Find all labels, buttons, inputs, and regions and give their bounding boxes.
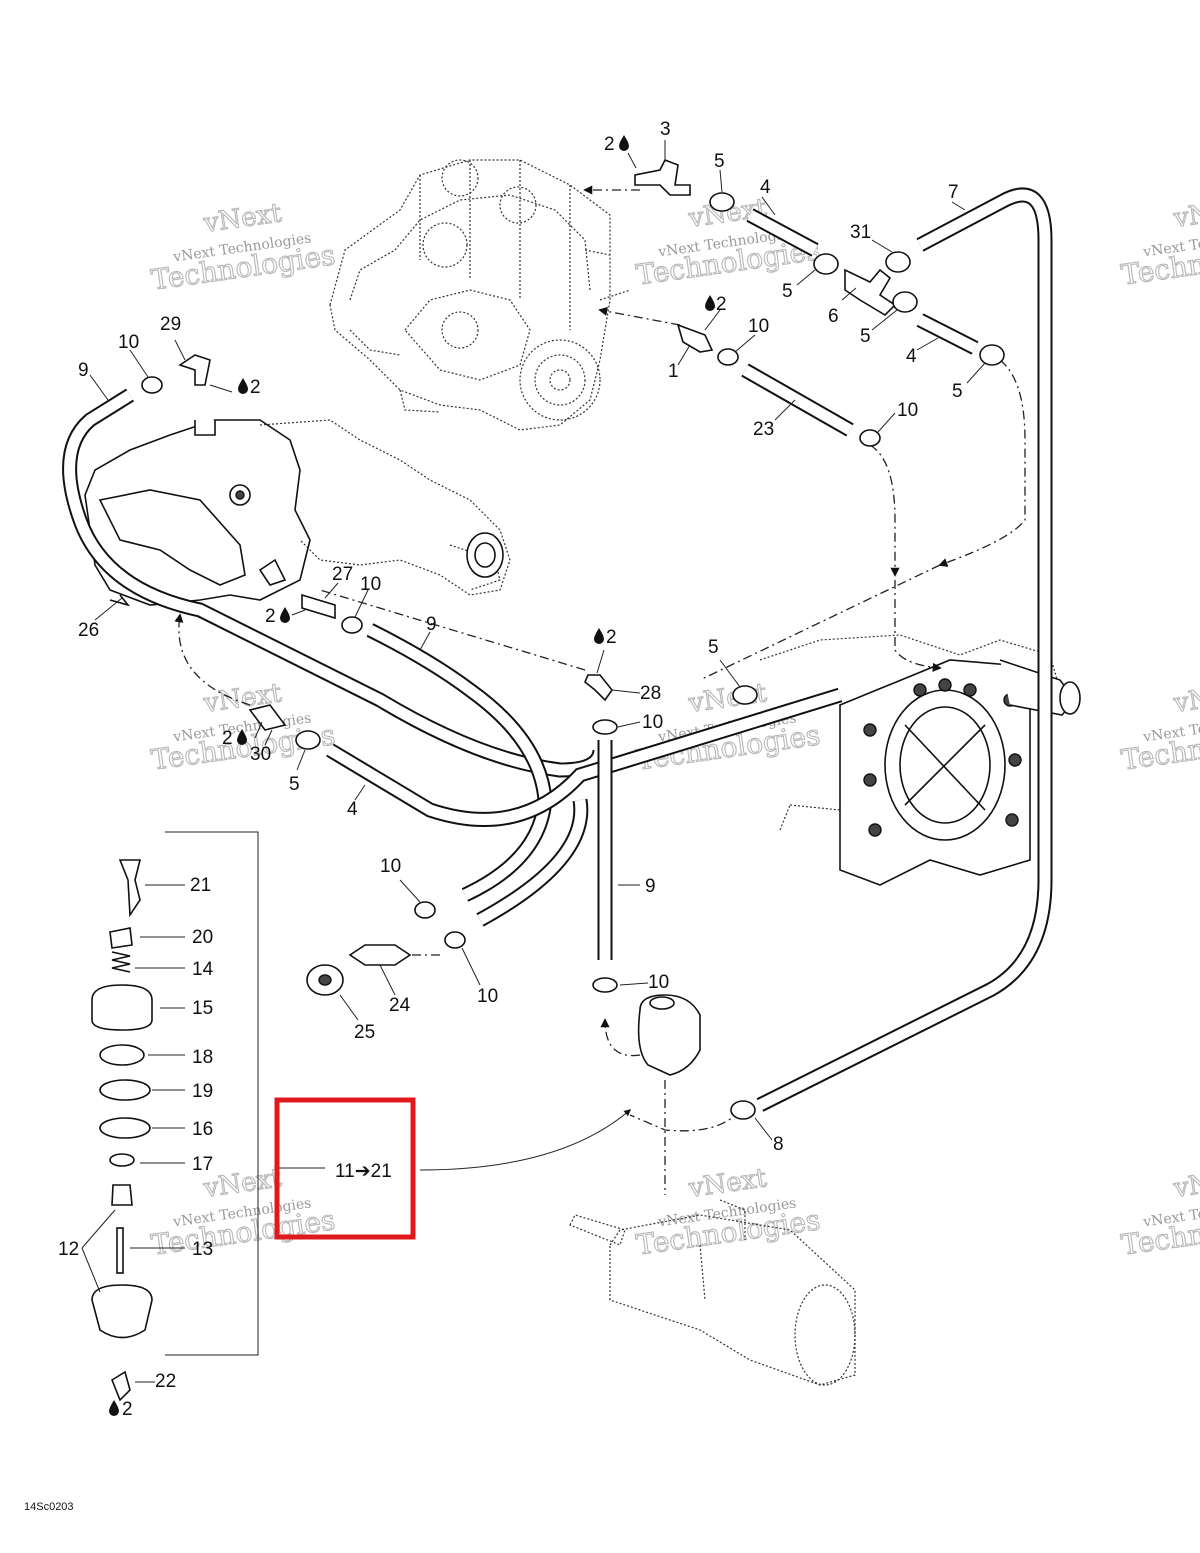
oil-drop-icons bbox=[109, 135, 715, 1416]
oil-drop-icon bbox=[109, 1400, 119, 1416]
oil-drop-icon bbox=[237, 729, 247, 745]
callout-12: 12 bbox=[58, 1239, 79, 1260]
callout-5: 5 bbox=[708, 637, 719, 658]
watermark: vNext vNext Technologies Technologies bbox=[149, 678, 338, 778]
callout-labels: 3 2 5 4 7 31 5 6 5 4 5 2 10 1 23 10 29 1… bbox=[58, 119, 963, 1420]
callout-leaders bbox=[89, 140, 986, 1141]
diagram-code: 14Sc0203 bbox=[24, 1501, 74, 1513]
callout-5: 5 bbox=[289, 774, 300, 795]
watermark: vNext vNext Technologies Technologies bbox=[149, 198, 338, 298]
oil-drop-icon bbox=[238, 378, 248, 394]
oil-drop-icon bbox=[705, 295, 715, 311]
watermark: vNext vNext Technologies Technologies bbox=[1119, 678, 1200, 778]
callout-14: 14 bbox=[192, 959, 214, 980]
callout-2: 2 bbox=[604, 134, 615, 155]
oil-drop-icon bbox=[619, 135, 629, 151]
callout-9: 9 bbox=[426, 614, 437, 635]
callout-7: 7 bbox=[948, 182, 959, 203]
valve-assembly bbox=[81, 831, 325, 1402]
callout-2: 2 bbox=[250, 377, 261, 398]
callout-2: 2 bbox=[222, 728, 233, 749]
callout-10: 10 bbox=[642, 712, 663, 733]
callout-6: 6 bbox=[828, 306, 839, 327]
callout-2: 2 bbox=[606, 627, 617, 648]
watermark: vNext vNext Technologies Technologies bbox=[1119, 1163, 1200, 1263]
watermark: vNext vNext Technologies Technologies bbox=[149, 1163, 338, 1263]
callout-22: 22 bbox=[155, 1371, 176, 1392]
callout-29: 29 bbox=[160, 314, 181, 335]
callout-23: 23 bbox=[753, 419, 774, 440]
oil-drop-icon bbox=[280, 607, 290, 623]
fittings bbox=[141, 158, 1005, 1120]
callout-18: 18 bbox=[192, 1047, 213, 1068]
callout-15: 15 bbox=[192, 998, 213, 1019]
flow-lines bbox=[174, 185, 1026, 1195]
callout-31: 31 bbox=[850, 222, 871, 243]
oil-drop-icon bbox=[594, 628, 604, 644]
callout-1: 1 bbox=[668, 361, 679, 382]
callout-5: 5 bbox=[860, 326, 871, 347]
callout-2: 2 bbox=[716, 294, 727, 315]
callout-13: 13 bbox=[192, 1239, 213, 1260]
callout-25: 25 bbox=[354, 1022, 375, 1043]
highlight-box bbox=[274, 1097, 416, 1240]
callout-5: 5 bbox=[782, 281, 793, 302]
callout-16: 16 bbox=[192, 1119, 213, 1140]
svg-text:vNext: vNext bbox=[1171, 1163, 1200, 1204]
callout-27: 27 bbox=[332, 564, 353, 585]
muffler bbox=[569, 1199, 856, 1386]
hose-network bbox=[62, 187, 1053, 1112]
callout-20: 20 bbox=[192, 927, 213, 948]
callout-4: 4 bbox=[760, 177, 771, 198]
svg-text:vNext: vNext bbox=[1171, 678, 1200, 719]
callout-10: 10 bbox=[118, 332, 139, 353]
callout-9: 9 bbox=[78, 360, 89, 381]
exhaust-manifold bbox=[84, 419, 511, 607]
highlight-label: 11➔21 bbox=[335, 1161, 392, 1182]
svg-text:vNext: vNext bbox=[201, 198, 284, 239]
highlight-callout[interactable]: 11➔21 bbox=[274, 1097, 416, 1240]
callout-10: 10 bbox=[897, 400, 918, 421]
callout-4: 4 bbox=[906, 346, 917, 367]
engine-block bbox=[329, 159, 631, 431]
callout-8: 8 bbox=[773, 1134, 784, 1155]
callout-19: 19 bbox=[192, 1081, 213, 1102]
watermark: vNext vNext Technologies Technologies bbox=[1119, 193, 1200, 293]
callout-10: 10 bbox=[648, 972, 669, 993]
callout-24: 24 bbox=[389, 995, 411, 1016]
callout-3: 3 bbox=[660, 119, 671, 140]
callout-17: 17 bbox=[192, 1154, 213, 1175]
callout-10: 10 bbox=[477, 986, 498, 1007]
svg-text:vNext: vNext bbox=[686, 1163, 769, 1204]
intercooler-housing bbox=[759, 634, 1081, 886]
svg-text:vNext: vNext bbox=[201, 1163, 284, 1204]
callout-26: 26 bbox=[78, 620, 99, 641]
callout-21: 21 bbox=[190, 875, 211, 896]
svg-text:vNext: vNext bbox=[1171, 193, 1200, 234]
callout-10: 10 bbox=[748, 316, 769, 337]
callout-28: 28 bbox=[640, 683, 661, 704]
callout-2: 2 bbox=[265, 606, 276, 627]
callout-5: 5 bbox=[714, 151, 725, 172]
watermark: vNext vNext Technologies Technologies bbox=[634, 1163, 823, 1263]
callout-5: 5 bbox=[952, 381, 963, 402]
callout-4: 4 bbox=[347, 799, 358, 820]
callout-10: 10 bbox=[380, 856, 401, 877]
callout-10: 10 bbox=[360, 574, 381, 595]
callout-9: 9 bbox=[645, 876, 656, 897]
callout-30: 30 bbox=[250, 744, 271, 765]
callout-2: 2 bbox=[122, 1399, 133, 1420]
